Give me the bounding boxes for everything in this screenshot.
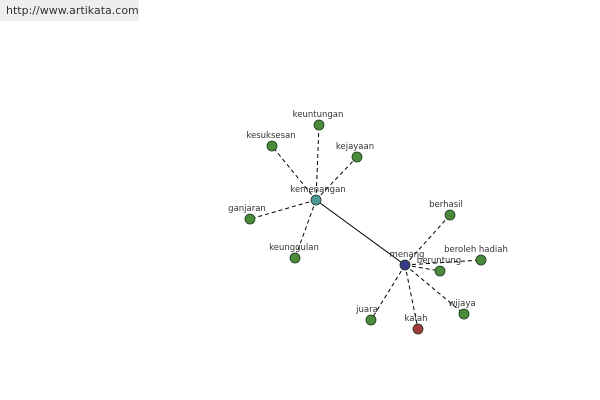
edge-menang-berhasil bbox=[404, 214, 451, 266]
node-beruntung[interactable] bbox=[434, 265, 446, 277]
edge-kemenangan-keuntungan bbox=[315, 124, 320, 201]
node-kesuksesan[interactable] bbox=[266, 140, 278, 152]
edge-kemenangan-ganjaran bbox=[249, 199, 317, 220]
label-keuntungan[interactable]: keuntungan bbox=[293, 110, 344, 120]
edge-menang-kalah bbox=[404, 264, 419, 330]
label-berhasil[interactable]: berhasil bbox=[429, 200, 463, 210]
node-kemenangan[interactable] bbox=[310, 194, 322, 206]
node-ganjaran[interactable] bbox=[244, 213, 256, 225]
label-beruntung[interactable]: beruntung bbox=[417, 256, 461, 266]
label-kemenangan[interactable]: kemenangan bbox=[290, 185, 345, 195]
edge-kemenangan-menang bbox=[315, 199, 406, 266]
node-juara[interactable] bbox=[365, 314, 377, 326]
edge-kemenangan-kejayaan bbox=[315, 156, 358, 201]
edge-kemenangan-keunggulan bbox=[294, 199, 317, 259]
node-beroleh-hadiah[interactable] bbox=[475, 254, 487, 266]
site-url-link[interactable]: http://www.artikata.com bbox=[0, 0, 139, 21]
node-menang[interactable] bbox=[399, 259, 411, 271]
label-menang[interactable]: menang bbox=[390, 250, 425, 260]
label-juara[interactable]: juara bbox=[355, 305, 378, 315]
edge-menang-beroleh-hadiah bbox=[404, 259, 482, 266]
label-keunggulan[interactable]: keunggulan bbox=[269, 243, 319, 253]
node-keunggulan[interactable] bbox=[289, 252, 301, 264]
label-ganjaran[interactable]: ganjaran bbox=[228, 204, 266, 214]
label-wijaya[interactable]: wijaya bbox=[448, 299, 475, 309]
edge-menang-beruntung bbox=[404, 264, 441, 272]
label-kesuksesan[interactable]: kesuksesan bbox=[246, 131, 295, 141]
label-beroleh-hadiah[interactable]: beroleh hadiah bbox=[444, 245, 508, 255]
node-kalah[interactable] bbox=[412, 323, 424, 335]
node-kejayaan[interactable] bbox=[351, 151, 363, 163]
node-wijaya[interactable] bbox=[458, 308, 470, 320]
label-kejayaan[interactable]: kejayaan bbox=[336, 142, 374, 152]
edge-menang-juara bbox=[370, 264, 406, 321]
node-berhasil[interactable] bbox=[444, 209, 456, 221]
edges bbox=[249, 124, 482, 330]
labels: keuntungan kesuksesan kejayaan kemenanga… bbox=[228, 110, 508, 324]
label-kalah[interactable]: kalah bbox=[405, 314, 428, 324]
nodes bbox=[244, 119, 487, 335]
edge-kemenangan-kesuksesan bbox=[271, 145, 317, 201]
edge-menang-wijaya bbox=[404, 264, 465, 315]
node-keuntungan[interactable] bbox=[313, 119, 325, 131]
